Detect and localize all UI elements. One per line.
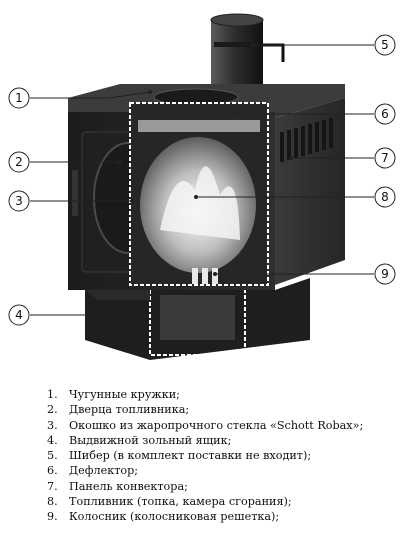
legend-item: 9.Колосник (колосниковая решетка); [47,510,280,524]
convector-panel [280,118,333,162]
legend-item: 4.Выдвижной зольный ящик; [47,433,232,447]
callout-6: 6 [381,107,389,121]
grate [192,268,218,284]
legend-item: 8.Топливник (топка, камера сгорания); [47,495,292,509]
callout-8: 8 [381,190,389,204]
callout-1: 1 [15,91,23,105]
legend-item: 6.Дефлектор; [47,464,139,478]
legend-item: 1.Чугунные кружки; [47,388,180,401]
callout-3: 3 [15,194,23,208]
legend-item: 3.Окошко из жаропрочного стекла «Schott … [47,418,364,432]
stove-diagram: 1 2 3 4 5 6 7 8 9 [8,13,396,360]
damper-pipe [210,13,285,92]
side-panel [275,98,345,285]
firebox-cutaway [129,102,269,286]
callout-2: 2 [15,155,23,169]
legend-item: 5.Шибер (в комплект поставки не входит); [47,449,312,463]
callout-5: 5 [381,38,389,52]
legend-list: 1.Чугунные кружки; 2.Дверца топливника; … [47,387,407,525]
callout-4: 4 [15,308,23,322]
legend-item: 2.Дверца топливника; [47,403,190,417]
legend-item: 7.Панель конвектора; [47,479,188,493]
ash-drawer [85,278,310,360]
callout-7: 7 [381,151,389,165]
deflector [138,120,260,132]
callout-9: 9 [381,267,389,281]
